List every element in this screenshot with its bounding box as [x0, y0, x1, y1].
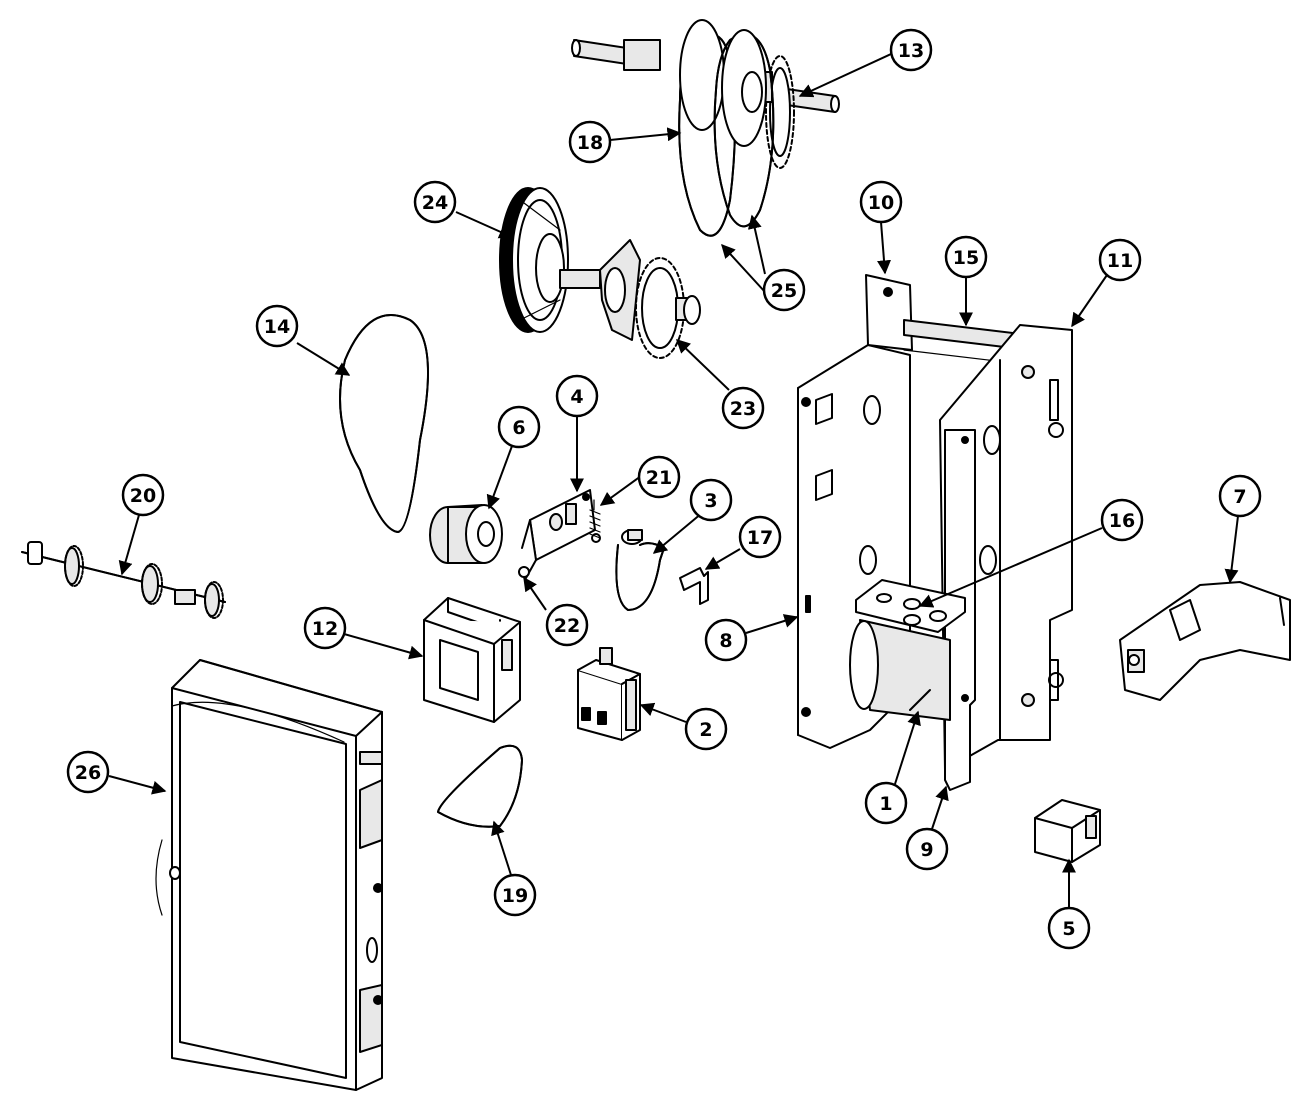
callout-9: 9 [905, 827, 949, 871]
callout-16: 16 [1100, 498, 1144, 542]
leader-14 [296, 342, 351, 376]
leader-12 [343, 633, 424, 660]
callout-21: 21 [637, 455, 681, 499]
callout-23-label: 23 [730, 398, 756, 420]
callout-18-label: 18 [577, 132, 603, 154]
leader-18 [609, 127, 682, 142]
leader-1 [894, 710, 921, 785]
callout-6: 6 [497, 405, 541, 449]
callout-22: 22 [545, 603, 589, 647]
callout-2: 2 [684, 707, 728, 751]
part-2-switch [577, 647, 641, 741]
callout-20: 20 [121, 473, 165, 517]
callout-20-label: 20 [130, 485, 156, 507]
part-19-small-belt [437, 744, 523, 828]
callout-8-label: 8 [719, 630, 732, 652]
callout-14: 14 [255, 304, 299, 348]
callout-9-label: 9 [920, 839, 933, 861]
part-13-top-shaft [571, 39, 840, 169]
callout-25: 25 [762, 268, 806, 312]
part-14-long-belt [339, 314, 429, 533]
leader-22 [523, 576, 547, 611]
callouts: 1 2 3 4 5 6 7 8 9 10 11 12 13 14 15 16 1… [66, 28, 1262, 950]
leader-23 [675, 339, 730, 391]
callout-15: 15 [944, 235, 988, 279]
callout-7-label: 7 [1233, 486, 1246, 508]
part-6-pulley [429, 504, 503, 564]
callout-19-label: 19 [502, 885, 528, 907]
callout-13-label: 13 [898, 40, 924, 62]
callout-6-label: 6 [512, 417, 525, 439]
part-7-right-bracket [1119, 581, 1291, 701]
leader-3 [652, 512, 703, 554]
callout-4-label: 4 [570, 386, 583, 408]
leader-21 [599, 475, 642, 506]
leader-17 [704, 548, 741, 570]
callout-23: 23 [721, 386, 765, 430]
part-20-shaft-assembly [21, 541, 226, 619]
part-25-pulleys [713, 29, 775, 228]
callout-14-label: 14 [264, 316, 290, 338]
part-23-sprocket-assembly [599, 239, 701, 359]
leader-2 [639, 702, 687, 723]
part-26-cover [155, 659, 383, 1091]
leader-24 [455, 211, 514, 239]
leader-20 [118, 514, 140, 576]
callout-26-label: 26 [75, 762, 101, 784]
callout-15-label: 15 [953, 247, 979, 269]
leader-16 [918, 527, 1103, 608]
callout-1-label: 1 [879, 793, 892, 815]
callout-18: 18 [568, 120, 612, 164]
callout-10: 10 [859, 180, 903, 224]
part-24-drive-pulley [499, 187, 601, 333]
leader-25b [721, 243, 766, 293]
callout-17-label: 17 [747, 527, 773, 549]
callout-24: 24 [413, 180, 457, 224]
part-10-top-bracket [865, 274, 913, 351]
callout-22-label: 22 [554, 615, 580, 637]
callout-12: 12 [303, 606, 347, 650]
callout-10-label: 10 [868, 192, 894, 214]
part-16-mount-plate [855, 579, 966, 633]
callout-11: 11 [1098, 238, 1142, 282]
leader-13 [798, 53, 892, 98]
part-17-clip [679, 567, 709, 605]
part-12-bracket [423, 597, 521, 723]
leader-7 [1224, 515, 1239, 584]
callout-13: 13 [889, 28, 933, 72]
callout-2-label: 2 [699, 719, 712, 741]
callout-11-label: 11 [1107, 250, 1133, 272]
leader-10 [877, 221, 891, 275]
callout-21-label: 21 [646, 467, 672, 489]
callout-3: 3 [689, 478, 733, 522]
part-21-spring [589, 499, 601, 543]
callout-24-label: 24 [422, 192, 448, 214]
leader-19 [491, 820, 512, 876]
callout-12-label: 12 [312, 618, 338, 640]
callout-7: 7 [1218, 474, 1262, 518]
leader-26 [108, 775, 167, 795]
callout-4: 4 [555, 374, 599, 418]
leader-6 [486, 445, 513, 510]
callout-5: 5 [1047, 906, 1091, 950]
leader-8 [745, 614, 799, 634]
callout-17: 17 [738, 515, 782, 559]
callout-5-label: 5 [1062, 918, 1075, 940]
leader-25a [747, 214, 766, 275]
callout-19: 19 [493, 873, 537, 917]
callout-3-label: 3 [704, 490, 717, 512]
part-3-band [615, 529, 665, 611]
callout-8: 8 [704, 618, 748, 662]
part-5-small-bracket [1034, 799, 1101, 863]
callout-25-label: 25 [771, 280, 797, 302]
leader-9 [931, 785, 949, 830]
leader-lines [108, 53, 1239, 907]
callout-16-label: 16 [1109, 510, 1135, 532]
part-4-lever-bracket [518, 489, 596, 579]
callout-26: 26 [66, 750, 110, 794]
callout-1: 1 [864, 781, 908, 825]
part-1-motor [849, 619, 951, 721]
leader-11 [1071, 274, 1108, 328]
